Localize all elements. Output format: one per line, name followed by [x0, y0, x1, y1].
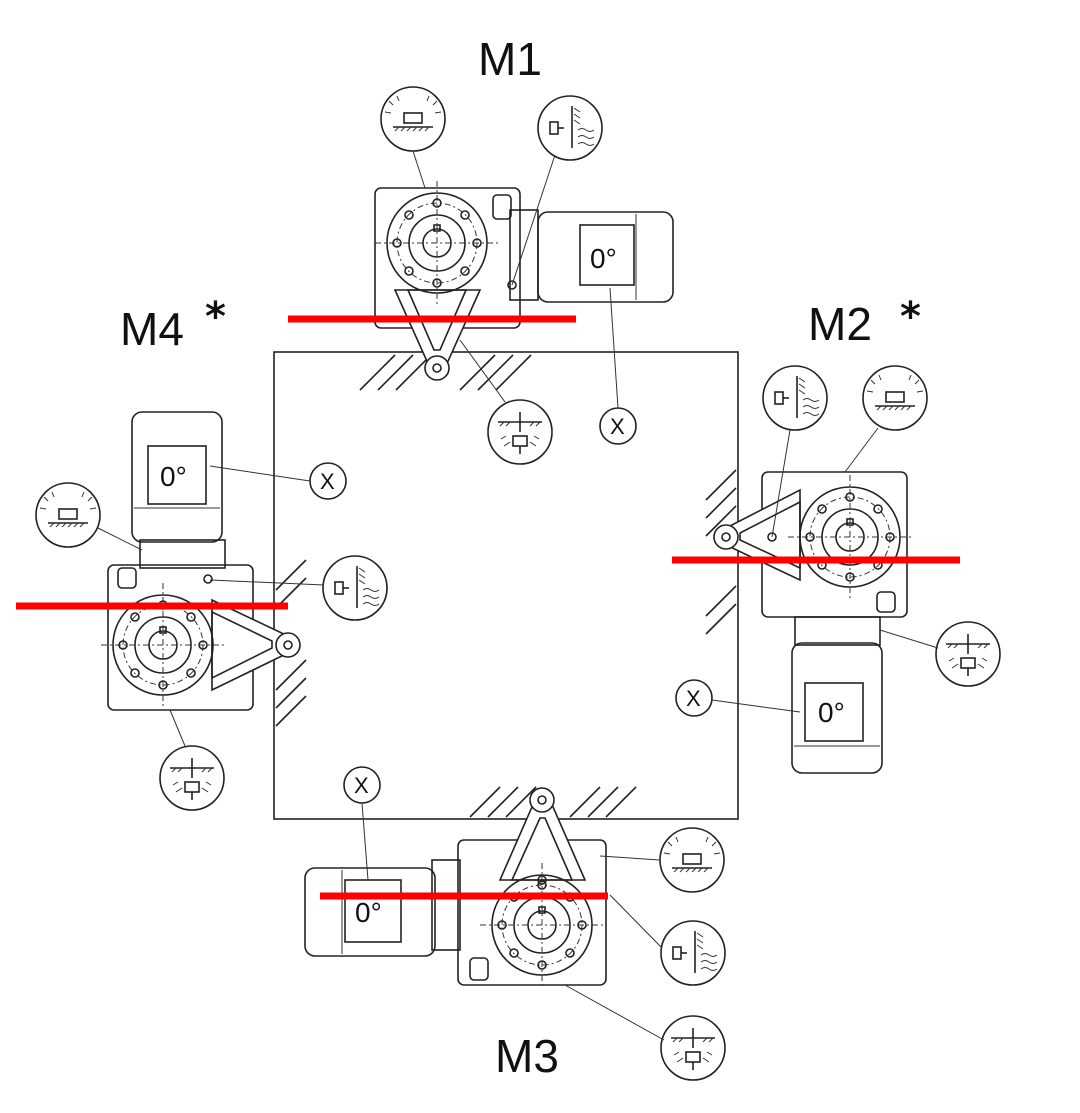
gearmotor-m3 — [304, 787, 607, 988]
gearmotor-m2 — [713, 471, 913, 774]
gearmotor-m4 — [100, 411, 301, 711]
x-label-m3: X — [354, 773, 369, 798]
drain-plug-icon — [159, 745, 225, 811]
oil-level-plug-icon — [660, 920, 726, 986]
position-star-m2: * — [900, 294, 921, 340]
position-label-m4: M4 — [120, 303, 184, 355]
gearmotor-m1 — [374, 180, 674, 381]
motor-angle-m2: 0° — [818, 697, 845, 728]
breather-vent-icon — [380, 86, 446, 152]
motor-angle-m1: 0° — [590, 243, 617, 274]
oil-level-plug-icon — [537, 95, 603, 161]
position-label-m3: M3 — [495, 1030, 559, 1082]
x-label-m4: X — [320, 469, 335, 494]
drain-plug-icon — [935, 621, 1001, 687]
position-label-m2: M2 — [808, 298, 872, 350]
breather-vent-icon — [35, 482, 101, 548]
position-star-m4: * — [205, 294, 226, 340]
drain-plug-icon — [487, 399, 553, 465]
breather-vent-icon — [659, 827, 725, 893]
oil-level-plug-icon — [762, 365, 828, 431]
wall-hatch-bottom — [469, 786, 637, 818]
oil-level-plug-icon — [322, 555, 388, 621]
breather-vent-icon — [862, 365, 928, 431]
mounting-frame — [273, 351, 739, 820]
wall-hatch-top — [359, 354, 532, 391]
wall-hatch-right — [705, 469, 737, 635]
x-label-m1: X — [610, 414, 625, 439]
x-label-m2: X — [686, 686, 701, 711]
drain-plug-icon — [660, 1015, 726, 1081]
motor-angle-m4: 0° — [160, 461, 187, 492]
position-label-m1: M1 — [478, 33, 542, 85]
motor-angle-m3: 0° — [355, 897, 382, 928]
